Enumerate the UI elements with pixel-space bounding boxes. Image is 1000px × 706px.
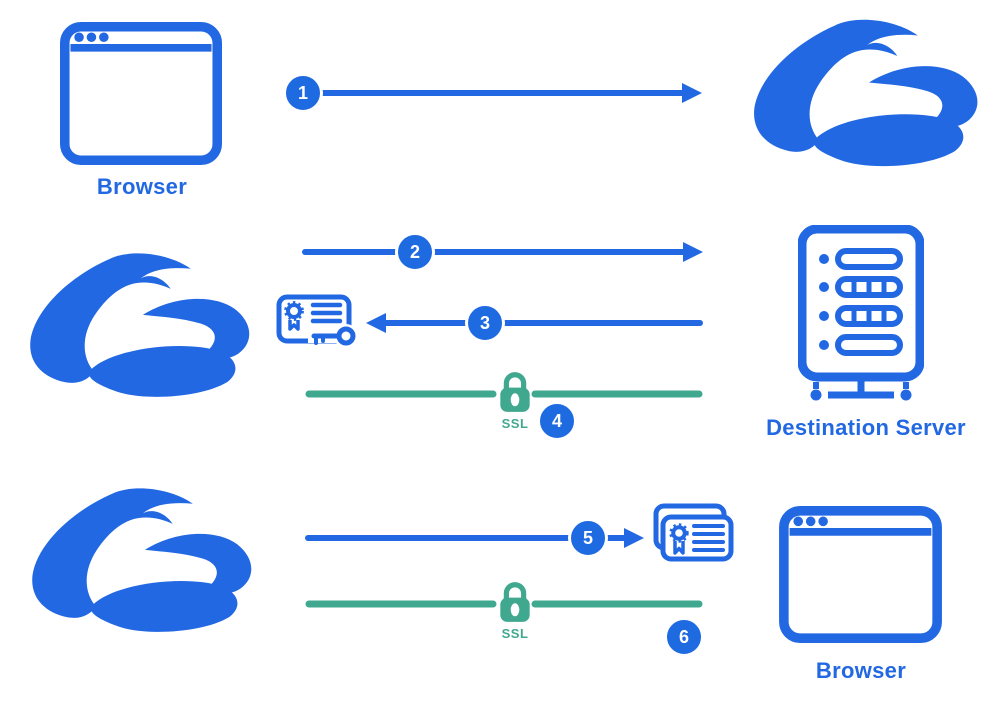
zscaler-cloud-icon <box>20 242 260 428</box>
ssl-certificate-stack-icon <box>646 503 746 571</box>
browser-top-label: Browser <box>96 174 188 199</box>
step-number: 3 <box>479 313 490 333</box>
ssl-tunnel-line <box>305 597 703 611</box>
step-number: 6 <box>678 627 689 647</box>
step-badge-2: 2 <box>395 232 435 272</box>
ssl-label: SSL <box>501 626 529 641</box>
step-badge-1: 1 <box>283 73 323 113</box>
browser-window-icon <box>60 22 222 165</box>
ssl-tunnel-line <box>305 387 703 401</box>
ssl-certificate-key-icon <box>276 294 360 352</box>
zscaler-cloud-icon <box>22 477 262 663</box>
arrow-step-1 <box>300 79 704 107</box>
destination-server-icon <box>798 225 924 405</box>
arrow-step-3 <box>364 309 704 337</box>
step-badge-4: 4 <box>537 401 577 441</box>
arrow-step-2 <box>301 238 705 266</box>
step-number: 2 <box>409 242 420 262</box>
ssl-label: SSL <box>501 416 529 431</box>
browser-bottom-label: Browser <box>815 658 907 683</box>
step-number: 4 <box>551 411 562 431</box>
padlock-icon <box>496 580 534 624</box>
destination-server-label: Destination Server <box>766 415 966 440</box>
padlock-icon <box>496 370 534 414</box>
step-number: 5 <box>582 528 593 548</box>
step-number: 1 <box>297 83 308 103</box>
step-badge-6: 6 <box>664 617 704 657</box>
zscaler-cloud-icon <box>742 10 990 196</box>
step-badge-5: 5 <box>568 518 608 558</box>
browser-window-icon <box>779 506 942 643</box>
step-badge-3: 3 <box>465 303 505 343</box>
